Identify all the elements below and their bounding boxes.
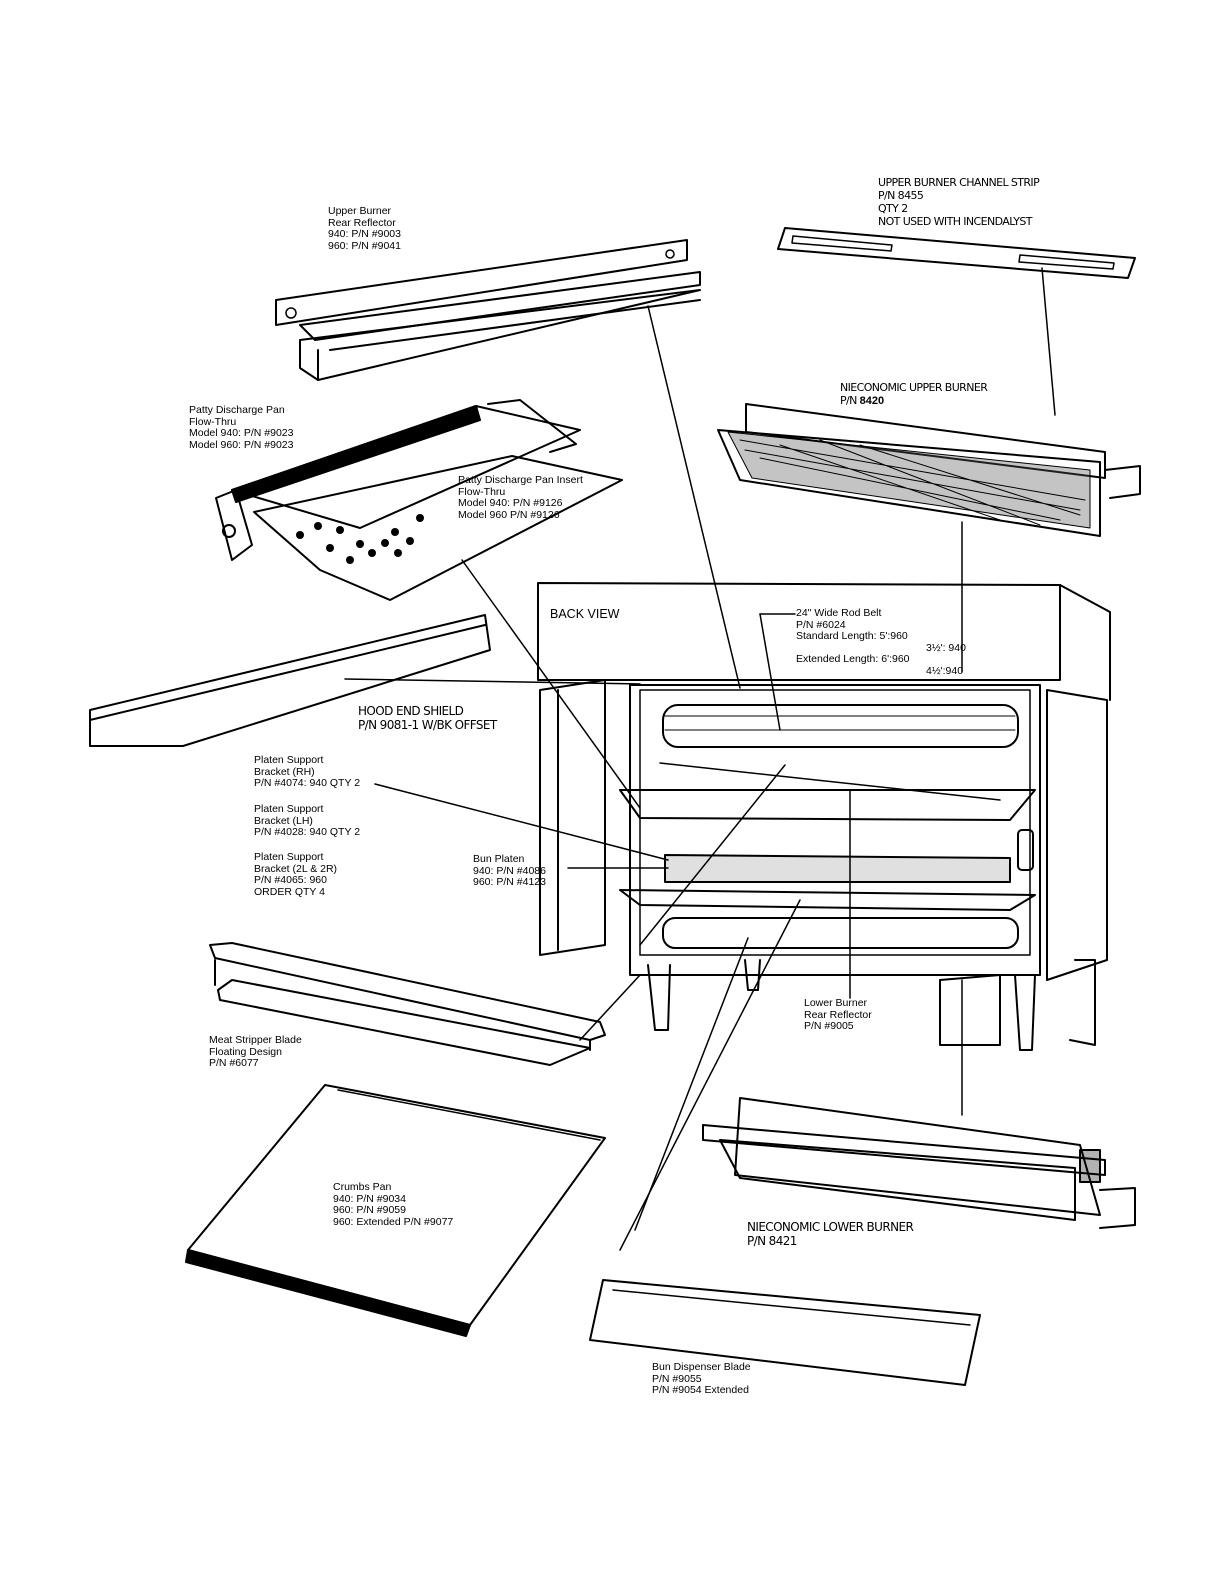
platen-support-rh-pn: P/N #4074: 940 QTY 2 — [254, 777, 361, 789]
platen-support-rh-label: Platen Support Bracket (RH) P/N #4074: 9… — [254, 754, 361, 790]
leader-lines — [374, 764, 963, 1251]
crumbs-pan-940: 940: P/N #9034 — [333, 1192, 406, 1205]
hood-end-shield-pn: P/N 9081-1 W/BK OFFSET — [358, 718, 497, 732]
back-view-label: BACK VIEW — [550, 607, 619, 621]
patty-discharge-pan-960: Model 960: P/N #9023 — [189, 438, 294, 451]
nieconomic-upper-burner-title: NIECONOMIC UPPER BURNER — [840, 381, 988, 394]
bun-platen-title: Bun Platen — [473, 853, 525, 865]
crumbs-pan-title: Crumbs Pan — [333, 1181, 392, 1193]
upper-burner-channel-strip-drawing — [777, 227, 1136, 416]
lower-burner-rear-reflector-title2: Rear Reflector — [804, 1008, 872, 1021]
meat-stripper-blade-subtitle: Floating Design — [209, 1045, 282, 1058]
patty-discharge-pan-insert-960: Model 960 P/N #9126 — [458, 508, 560, 521]
bun-platen-label: Bun Platen 940: P/N #4086 960: P/N #4123 — [473, 853, 546, 889]
crumbs-pan-extended: 960: Extended P/N #9077 — [333, 1215, 454, 1228]
upper-burner-channel-strip-title: UPPER BURNER CHANNEL STRIP — [878, 176, 1040, 189]
platen-support-lh-label: Platen Support Bracket (LH) P/N #4028: 9… — [254, 803, 361, 839]
bun-platen-940: 940: P/N #4086 — [473, 864, 546, 877]
nieconomic-upper-burner-pn-line: P/N 8420 — [840, 394, 987, 408]
hood-end-shield-title: HOOD END SHIELD — [358, 704, 464, 718]
patty-discharge-pan-drawing — [215, 399, 641, 809]
upper-burner-rear-reflector-label: Upper Burner Rear Reflector 940: P/N #90… — [328, 205, 401, 252]
rod-belt-pn: P/N #6024 — [796, 618, 846, 631]
upper-burner-channel-strip-qty: QTY 2 — [878, 202, 908, 215]
upper-burner-rear-reflector-title: Upper Burner — [328, 205, 392, 217]
patty-discharge-pan-title: Patty Discharge Pan — [189, 404, 285, 416]
platen-support-lh-title: Platen Support — [254, 803, 324, 815]
platen-support-rh-title: Platen Support — [254, 754, 324, 766]
patty-discharge-pan-insert-940: Model 940: P/N #9126 — [458, 497, 563, 509]
platen-support-2l2r-label: Platen Support Bracket (2L & 2R) P/N #40… — [254, 851, 338, 898]
meat-stripper-blade-pn: P/N #6077 — [209, 1057, 259, 1069]
rod-belt-standard-2: 3½': 940 — [926, 641, 966, 654]
platen-support-2l2r-title2: Bracket (2L & 2R) — [254, 862, 338, 875]
upper-burner-channel-strip-note: NOT USED WITH INCENDALYST — [878, 215, 1032, 228]
rod-belt-label: 24" Wide Rod Belt P/N #6024 Standard Len… — [796, 607, 966, 677]
patty-discharge-pan-subtitle: Flow-Thru — [189, 415, 237, 428]
platen-support-lh-pn: P/N #4028: 940 QTY 2 — [254, 826, 361, 838]
main-unit-back-view-drawing — [537, 582, 1111, 1051]
nieconomic-lower-burner-drawing — [702, 1097, 1136, 1229]
back-view-title: BACK VIEW — [550, 607, 620, 621]
bun-dispenser-blade-label: Bun Dispenser Blade P/N #9055 P/N #9054 … — [652, 1361, 751, 1397]
patty-discharge-pan-940: Model 940: P/N #9023 — [189, 427, 294, 439]
bun-dispenser-blade-title: Bun Dispenser Blade — [652, 1361, 751, 1373]
meat-stripper-blade-drawing — [209, 942, 606, 1066]
nieconomic-lower-burner-title: NIECONOMIC LOWER BURNER — [747, 1220, 914, 1234]
platen-support-rh-title2: Bracket (RH) — [254, 765, 315, 778]
nieconomic-upper-burner-pn-prefix: P/N — [840, 394, 860, 407]
patty-discharge-pan-label: Patty Discharge Pan Flow-Thru Model 940:… — [189, 404, 294, 451]
crumbs-pan-drawing — [185, 1084, 606, 1337]
meat-stripper-blade-title: Meat Stripper Blade — [209, 1034, 302, 1046]
bun-dispenser-blade-pn-extended: P/N #9054 Extended — [652, 1384, 749, 1396]
upper-burner-rear-reflector-960: 960: P/N #9041 — [328, 239, 401, 252]
nieconomic-lower-burner-pn: P/N 8421 — [747, 1234, 797, 1248]
bun-dispenser-blade-drawing — [589, 1279, 981, 1386]
nieconomic-upper-burner-label: NIECONOMIC UPPER BURNER P/N 8420 — [840, 381, 988, 408]
upper-burner-rear-reflector-drawing — [275, 239, 741, 689]
rod-belt-extended-2: 4½':940 — [926, 664, 964, 677]
rod-belt-standard: Standard Length: 5':960 — [796, 630, 908, 642]
bun-platen-960: 960: P/N #4123 — [473, 876, 546, 888]
patty-discharge-pan-insert-title: Patty Discharge Pan Insert — [458, 474, 583, 486]
nieconomic-upper-burner-pn: 8420 — [859, 395, 885, 407]
upper-burner-channel-strip-pn: P/N 8455 — [878, 189, 924, 202]
platen-support-2l2r-pn: P/N #4065: 960 — [254, 874, 327, 886]
upper-burner-rear-reflector-940: 940: P/N #9003 — [328, 228, 401, 240]
platen-support-lh-title2: Bracket (LH) — [254, 814, 313, 827]
platen-support-2l2r-order: ORDER QTY 4 — [254, 885, 325, 898]
meat-stripper-blade-label: Meat Stripper Blade Floating Design P/N … — [209, 1034, 302, 1070]
crumbs-pan-960: 960: P/N #9059 — [333, 1204, 406, 1216]
lower-burner-rear-reflector-title: Lower Burner — [804, 997, 868, 1009]
hood-end-shield-label: HOOD END SHIELD P/N 9081-1 W/BK OFFSET — [358, 704, 497, 732]
bun-dispenser-blade-pn: P/N #9055 — [652, 1372, 702, 1385]
rod-belt-title: 24" Wide Rod Belt — [796, 607, 882, 619]
platen-support-2l2r-title: Platen Support — [254, 851, 324, 863]
lower-burner-rear-reflector-pn: P/N #9005 — [804, 1020, 854, 1032]
nieconomic-lower-burner-label: NIECONOMIC LOWER BURNER P/N 8421 — [747, 1220, 914, 1248]
upper-burner-channel-strip-label: UPPER BURNER CHANNEL STRIP P/N 8455 QTY … — [878, 176, 1040, 228]
lower-burner-rear-reflector-label: Lower Burner Rear Reflector P/N #9005 — [804, 997, 872, 1033]
upper-burner-rear-reflector-title2: Rear Reflector — [328, 216, 396, 229]
rod-belt-extended: Extended Length: 6':960 — [796, 653, 910, 665]
patty-discharge-pan-insert-subtitle: Flow-Thru — [458, 485, 506, 498]
nieconomic-upper-burner-drawing — [717, 403, 1141, 673]
patty-discharge-pan-insert-label: Patty Discharge Pan Insert Flow-Thru Mod… — [458, 474, 583, 521]
crumbs-pan-label: Crumbs Pan 940: P/N #9034 960: P/N #9059… — [333, 1181, 454, 1228]
